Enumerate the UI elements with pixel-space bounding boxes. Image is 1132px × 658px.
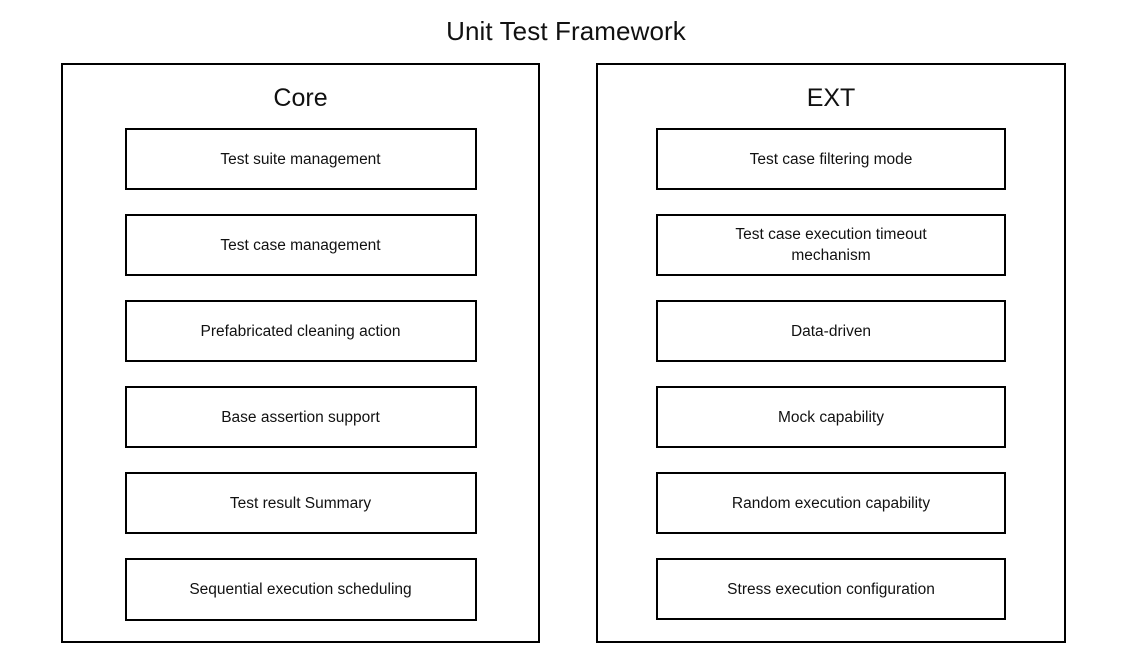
feature-box-stress-execution-configuration[interactable]: Stress execution configuration: [656, 558, 1006, 620]
feature-box-test-case-filtering-mode[interactable]: Test case filtering mode: [656, 128, 1006, 190]
feature-box-test-result-summary[interactable]: Test result Summary: [124, 472, 477, 534]
feature-box-sequential-execution-scheduling[interactable]: Sequential execution scheduling: [124, 558, 477, 621]
feature-box-test-case-execution-timeout-mechanism[interactable]: Test case execution timeout mechanism: [656, 214, 1006, 276]
panel-core-heading: Core: [273, 84, 328, 112]
panel-ext: EXT Test case filtering mode Test case e…: [596, 63, 1066, 643]
feature-label: Sequential execution scheduling: [189, 581, 412, 598]
panel-container: Core Test suite management Test case man…: [61, 63, 1071, 643]
feature-label: Test case execution timeout mechanism: [735, 226, 927, 264]
panel-ext-heading: EXT: [806, 84, 856, 112]
feature-box-data-driven[interactable]: Data-driven: [656, 300, 1006, 362]
diagram-title: Unit Test Framework: [446, 16, 686, 46]
feature-label: Test case management: [220, 236, 381, 254]
feature-label: Stress execution configuration: [727, 580, 935, 598]
feature-label: Test result Summary: [229, 494, 372, 512]
feature-box-mock-capability[interactable]: Mock capability: [656, 386, 1006, 448]
panel-ext-items: Test case filtering mode Test case execu…: [598, 128, 1064, 623]
feature-box-prefabricated-cleaning-action[interactable]: Prefabricated cleaning action: [124, 300, 477, 362]
feature-label: Data-driven: [790, 322, 872, 340]
feature-label: Test case filtering mode: [749, 150, 913, 168]
feature-label: Mock capability: [778, 408, 884, 426]
feature-box-base-assertion-support[interactable]: Base assertion support: [124, 386, 477, 448]
feature-box-test-suite-management[interactable]: Test suite management: [124, 128, 477, 190]
feature-label: Prefabricated cleaning action: [200, 322, 401, 340]
feature-label: Test suite management: [220, 150, 381, 168]
feature-label: Base assertion support: [221, 408, 380, 426]
panel-core-items: Test suite management Test case manageme…: [63, 128, 538, 623]
feature-box-random-execution-capability[interactable]: Random execution capability: [656, 472, 1006, 534]
feature-box-test-case-management[interactable]: Test case management: [124, 214, 477, 276]
feature-label: Random execution capability: [731, 494, 931, 512]
panel-core: Core Test suite management Test case man…: [61, 63, 540, 643]
